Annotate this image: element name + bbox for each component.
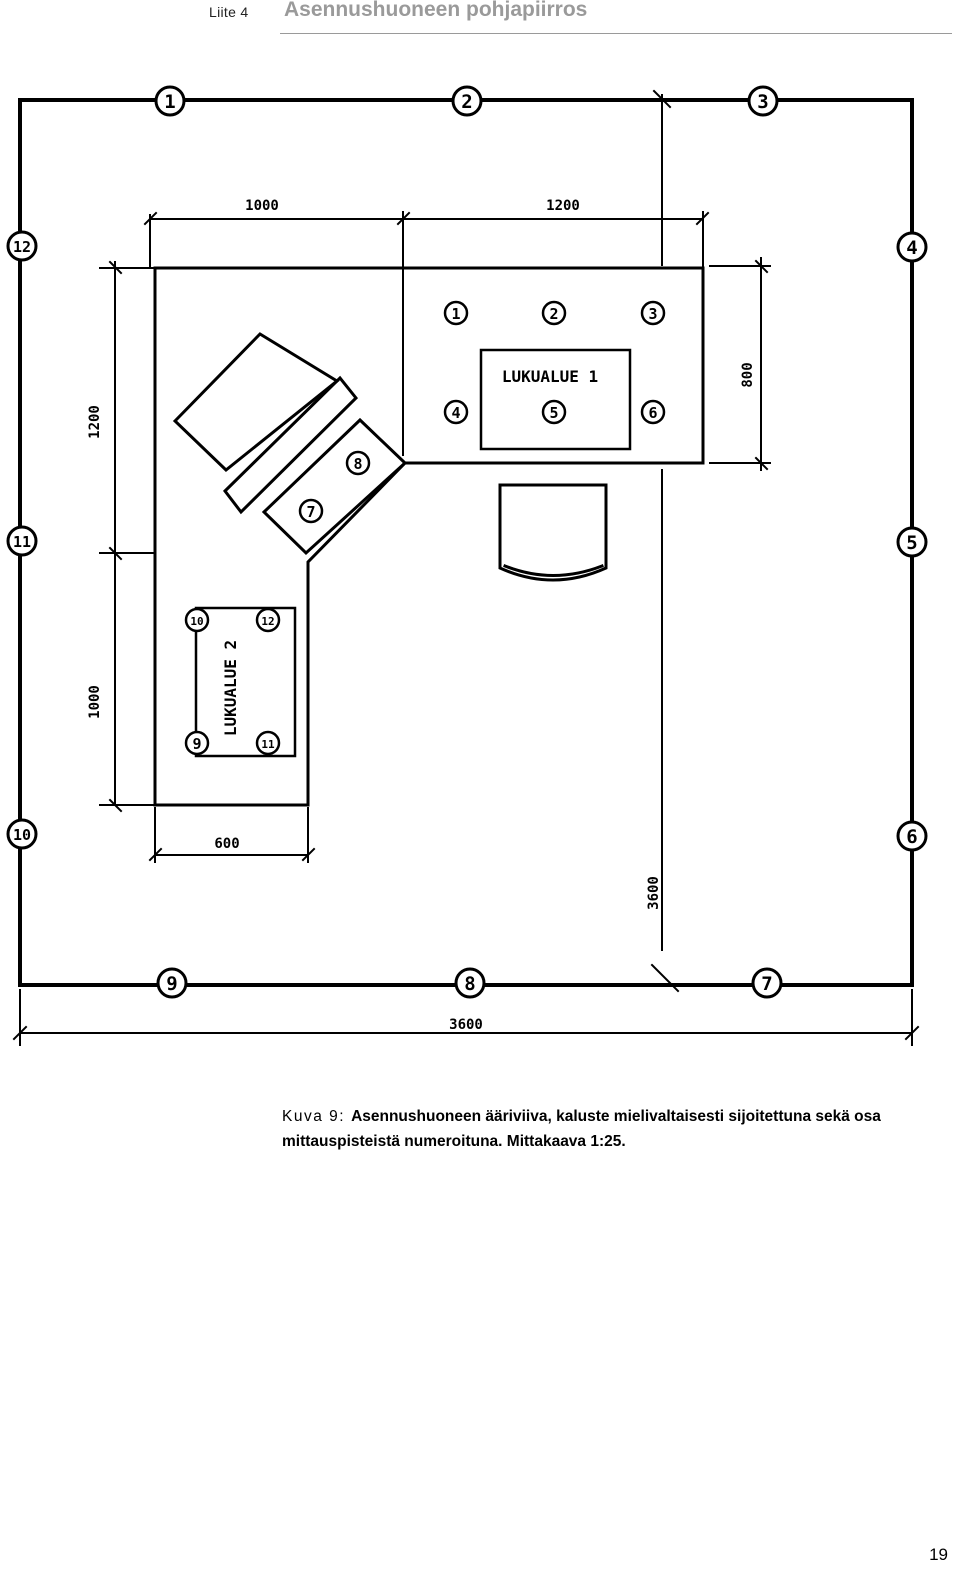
perimeter-point-5: 5 [896,526,928,558]
area1-label: LUKUALUE 1 [502,367,598,386]
perimeter-point-4: 4 [896,231,928,263]
svg-text:9: 9 [166,973,177,995]
svg-text:12: 12 [13,238,31,256]
dim-top-right: 1200 [546,198,580,214]
floor-plan: 1 2 3 4 5 6 7 8 9 10 11 12 1 2 3 4 5 6 7… [6,85,928,1046]
dim-top-left: 1000 [245,198,279,214]
dim-bottom-desk: 600 [214,836,239,852]
svg-text:1: 1 [451,305,460,323]
monitor [172,332,359,515]
svg-text:1: 1 [164,91,175,113]
dim-room-width: 3600 [449,1017,483,1033]
svg-text:8: 8 [353,455,362,473]
desk-point-6: 6 [640,399,666,425]
chair [498,483,608,582]
svg-text:11: 11 [261,738,275,751]
svg-text:12: 12 [261,615,274,628]
area1-box [479,348,632,451]
desk-point-2: 2 [541,300,567,326]
desk-point-3: 3 [640,300,666,326]
area2-label: LUKUALUE 2 [221,640,240,736]
desk-point-9: 9 [184,730,210,756]
svg-text:10: 10 [190,615,203,628]
desk-point-7: 7 [298,498,324,524]
svg-text:10: 10 [13,826,31,844]
desk-point-11: 11 [255,730,281,756]
svg-text:2: 2 [461,91,472,113]
dim-room-height: 3600 [646,876,662,910]
dim-left-upper: 1200 [87,405,103,439]
desk-point-5: 5 [541,399,567,425]
desk-point-4: 4 [443,399,469,425]
svg-text:9: 9 [192,735,201,753]
appendix-label: Liite 4 [209,4,249,20]
dim-left-lower: 1000 [87,685,103,719]
svg-text:7: 7 [306,503,315,521]
svg-text:11: 11 [13,533,31,551]
perimeter-point-12: 12 [6,230,38,262]
svg-text:4: 4 [451,404,460,422]
dim-right-depth: 800 [740,362,756,387]
header-rule [280,33,952,34]
svg-text:4: 4 [906,237,917,259]
svg-text:6: 6 [648,404,657,422]
page-number: 19 [929,1545,948,1564]
area2-box [194,606,297,758]
page-title: Asennushuoneen pohjapiirros [284,0,588,21]
perimeter-point-7: 7 [751,967,783,999]
perimeter-point-3: 3 [747,85,779,117]
desk-point-8: 8 [345,450,371,476]
svg-text:6: 6 [906,826,917,848]
svg-text:3: 3 [757,91,768,113]
desk-outline [153,266,705,807]
desk-point-1: 1 [443,300,469,326]
room-outline [18,98,914,987]
svg-text:5: 5 [549,404,558,422]
perimeter-point-9: 9 [156,967,188,999]
svg-text:7: 7 [761,973,772,995]
svg-text:3: 3 [648,305,657,323]
desk-point-10: 10 [184,607,210,633]
figure-caption: Kuva 9:Asennushuoneen ääriviiva, kaluste… [282,1104,942,1154]
perimeter-point-2: 2 [451,85,483,117]
desk-point-12: 12 [255,607,281,633]
perimeter-point-11: 11 [6,525,38,557]
perimeter-point-1: 1 [154,85,186,117]
perimeter-point-10: 10 [6,818,38,850]
svg-text:5: 5 [906,532,917,554]
caption-label: Kuva 9: [282,1108,346,1125]
keyboard [261,417,408,556]
perimeter-point-6: 6 [896,820,928,852]
svg-text:8: 8 [464,973,475,995]
svg-text:2: 2 [549,305,558,323]
perimeter-point-8: 8 [454,967,486,999]
caption-text: Asennushuoneen ääriviiva, kaluste mieliv… [282,1108,881,1150]
